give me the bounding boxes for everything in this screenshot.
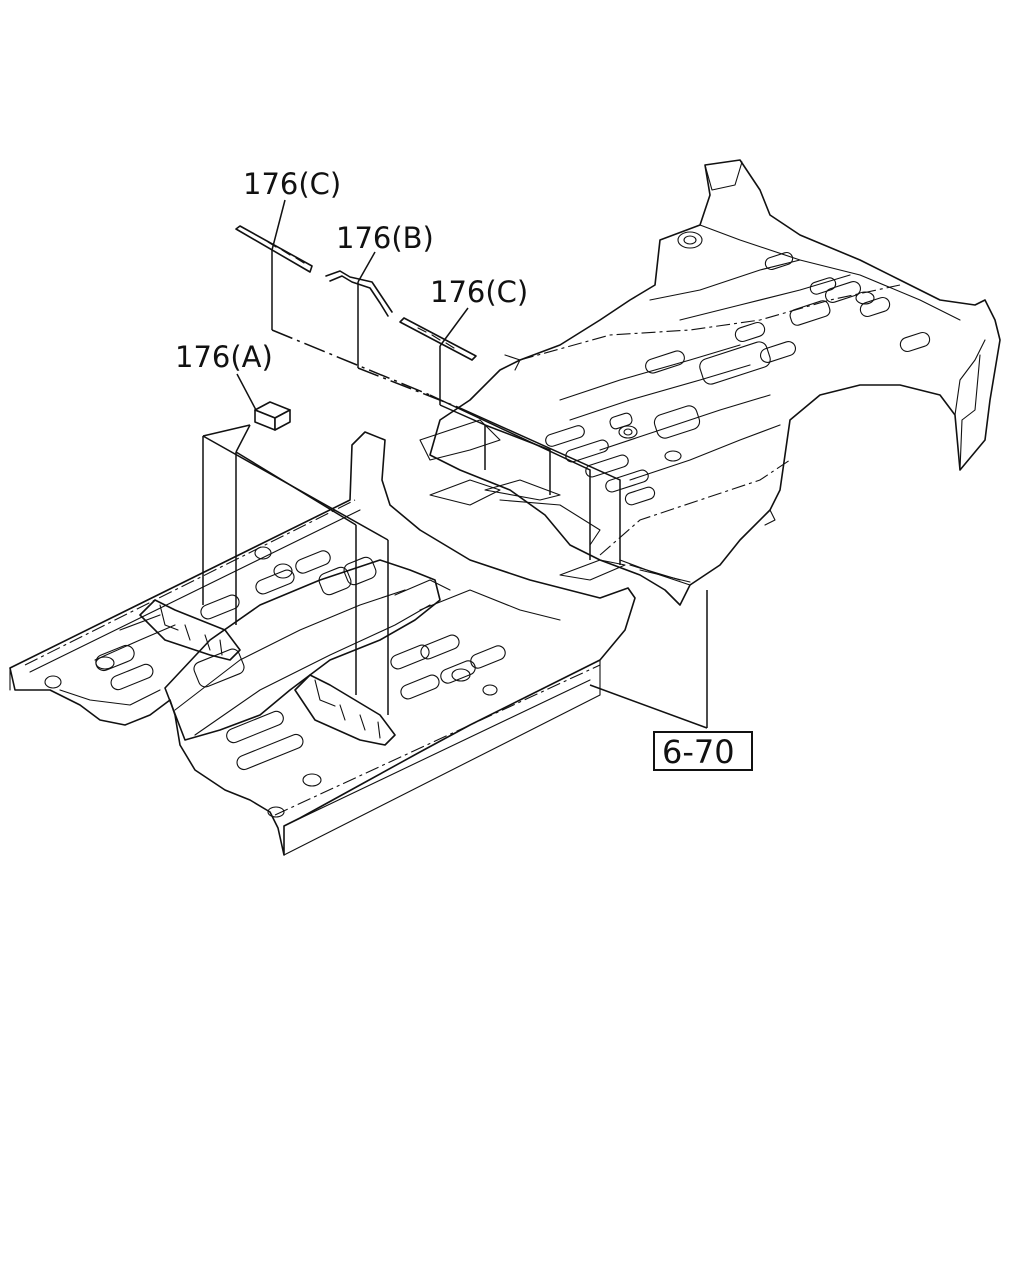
- callout-176a: 176(A): [175, 340, 273, 374]
- part-176a-pad: [254, 401, 291, 431]
- leader-lines: [202, 199, 708, 729]
- page-ref-box: 6-70: [653, 731, 753, 771]
- part-176c-right-strip: [399, 317, 477, 361]
- part-176b-strip: [325, 270, 393, 317]
- page-ref-label: 6-70: [662, 733, 735, 771]
- rear-floor-panel: [419, 159, 1001, 606]
- callout-176c-right: 176(C): [430, 275, 528, 309]
- callout-176b: 176(B): [336, 221, 434, 255]
- part-176c-left-strip: [235, 225, 313, 273]
- callout-176c-left: 176(C): [243, 167, 341, 201]
- front-floor-panel: [9, 431, 636, 856]
